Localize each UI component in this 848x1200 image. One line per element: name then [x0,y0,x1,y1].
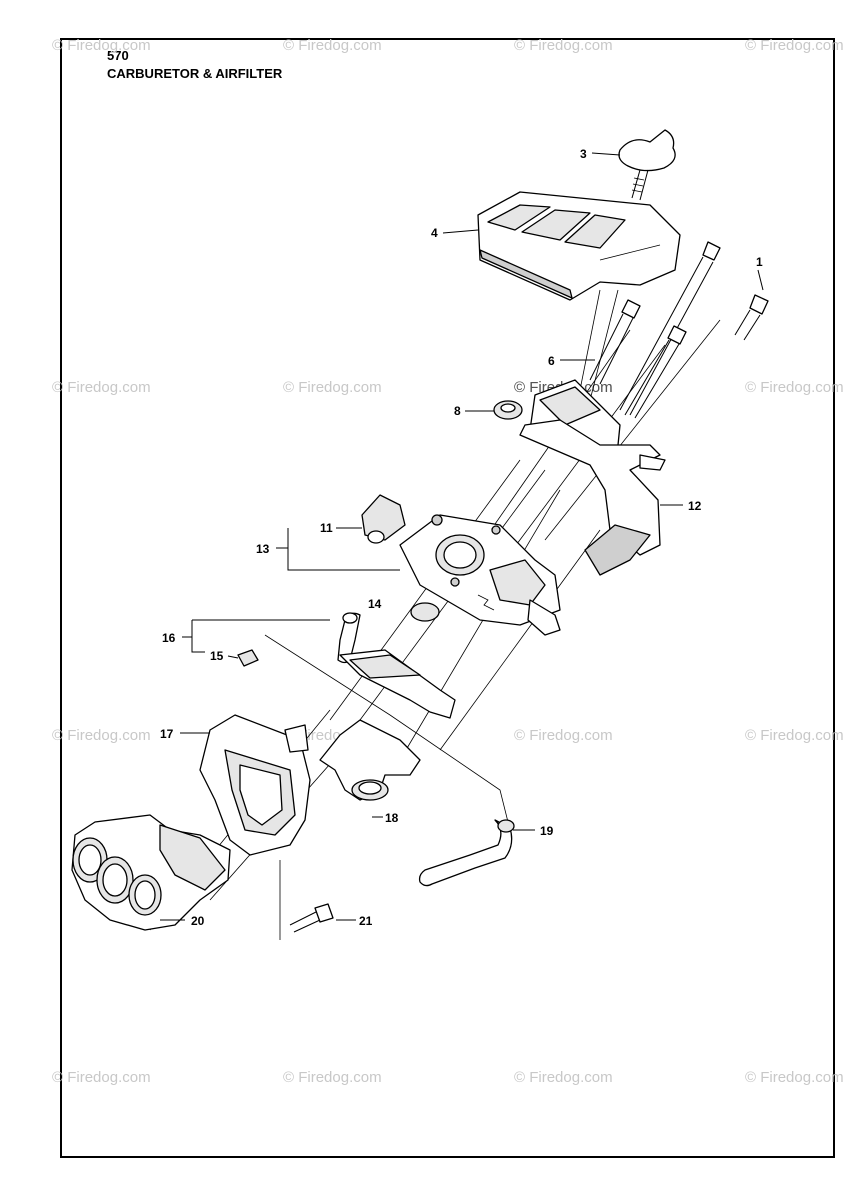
part-20-intake-flange [71,814,231,931]
callout-3: 3 [580,147,587,161]
part-3-knob [618,129,676,201]
part-21-screw [289,903,334,933]
watermark: © Firedog.com [745,379,844,396]
page-number: 570 [107,48,129,63]
part-18-intake-boot [319,719,421,801]
callout-19: 19 [540,824,554,838]
callout-labels: 1 3 4 6 8 11 12 13 14 15 16 17 18 19 20 … [160,147,763,928]
leader-lines [160,152,764,921]
part-11-cap [361,494,406,544]
part-12-bracket [519,379,666,576]
part-15-clip [237,649,259,667]
callout-4: 4 [431,226,438,240]
page-title: CARBURETOR & AIRFILTER [107,66,283,81]
watermark: © Firedog.com [52,1069,151,1086]
part-14-gasket [410,602,440,622]
callout-17: 17 [160,727,174,741]
watermark: © Firedog.com [745,1069,844,1086]
part-8-grommet [493,400,523,420]
callout-12: 12 [688,499,702,513]
callout-11: 11 [320,521,333,535]
watermark: © Firedog.com [283,379,382,396]
callout-13: 13 [256,542,270,556]
callout-14: 14 [368,597,382,611]
watermark: © Firedog.com [52,727,151,744]
diagram-frame [60,38,835,1158]
callout-16: 16 [162,631,176,645]
callout-6: 6 [548,354,555,368]
watermark: © Firedog.com [745,37,844,54]
watermark: © Firedog.com [52,37,151,54]
watermark: © Firedog.com [514,37,613,54]
part-6-bolts [589,299,687,419]
part-16-manifold [337,612,456,719]
callout-21: 21 [359,914,373,928]
callout-15: 15 [210,649,224,663]
watermark: © Firedog.com [745,727,844,744]
callout-18: 18 [385,811,399,825]
watermark: © Firedog.com [52,379,151,396]
callout-1: 1 [756,255,763,269]
watermark: © Firedog.com [283,37,382,54]
part-17-flange [199,714,311,856]
callout-8: 8 [454,404,461,418]
part-19-tube [418,819,515,887]
watermark: © Firedog.com [514,727,613,744]
watermark: © Firedog.com [283,1069,382,1086]
callout-20: 20 [191,914,205,928]
watermark: © Firedog.com [514,1069,613,1086]
watermark-layer: © Firedog.com © Firedog.com © Firedog.co… [52,37,844,1086]
part-4-airfilter-cover [477,191,681,301]
part-13-carburetor [399,514,561,636]
